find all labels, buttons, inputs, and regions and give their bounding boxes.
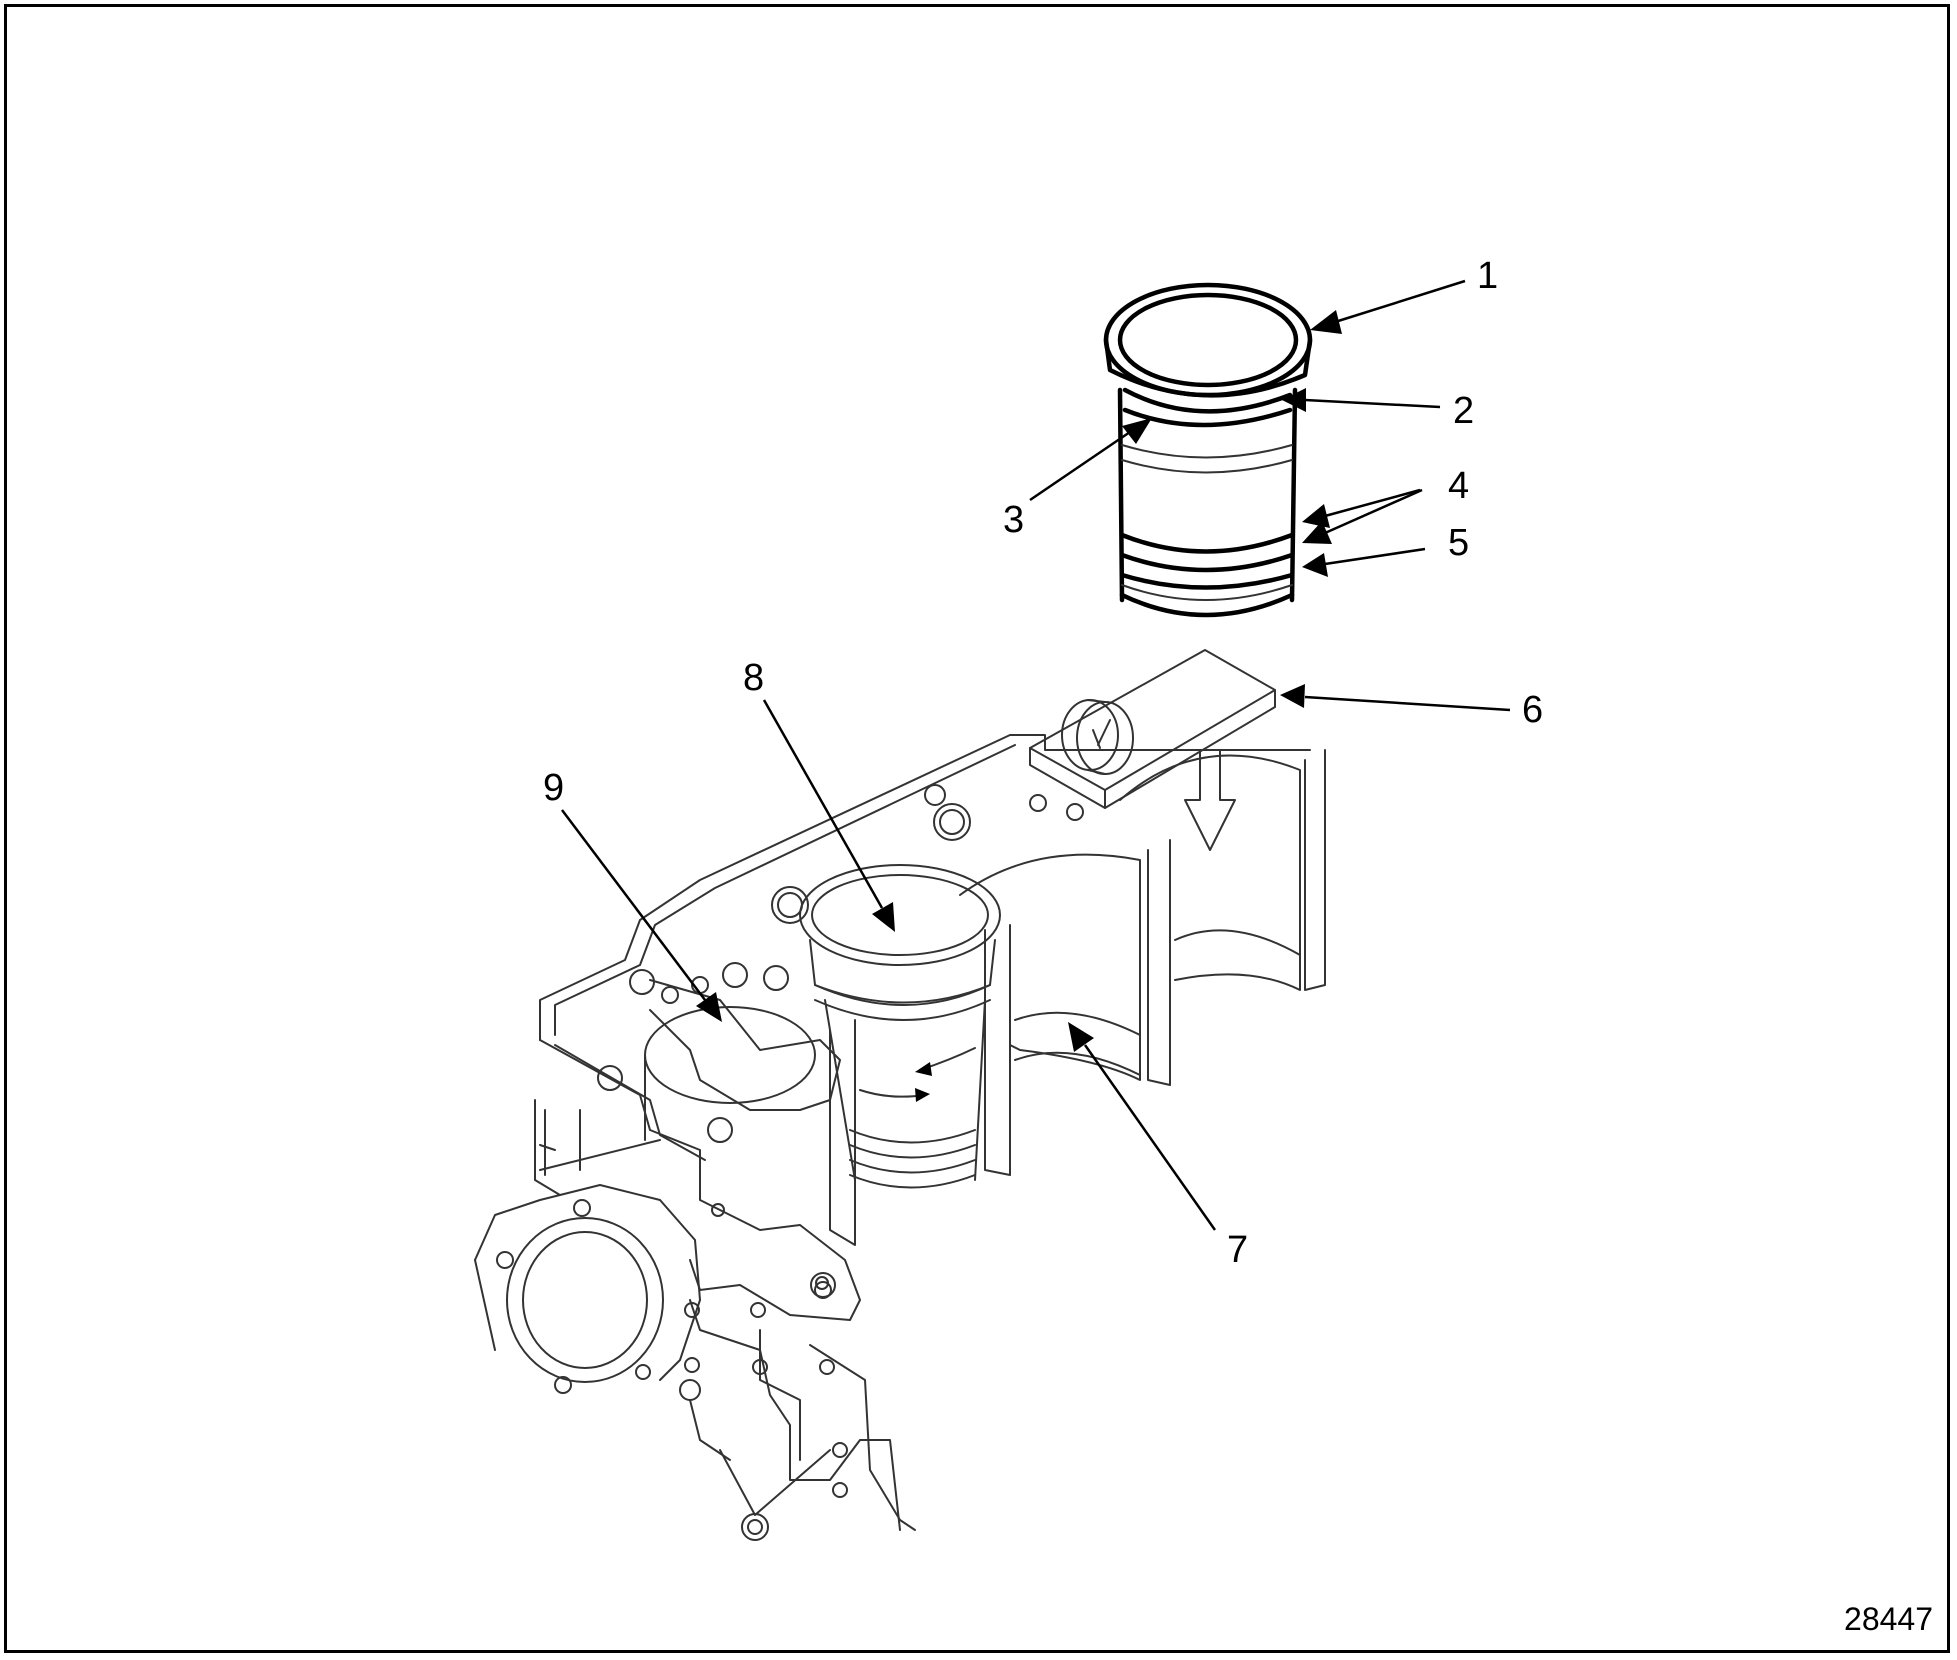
cylinder-liner xyxy=(1103,282,1313,618)
callout-2: 2 xyxy=(1453,390,1474,432)
leader-lines xyxy=(561,279,1511,1231)
installed-liner xyxy=(799,864,1001,1189)
callout-3: 3 xyxy=(1003,499,1024,541)
cylinder-block xyxy=(474,734,1326,1541)
figure-id: 28447 xyxy=(1844,1601,1933,1637)
callout-1: 1 xyxy=(1477,255,1498,297)
callout-6: 6 xyxy=(1522,689,1543,731)
figure-frame xyxy=(4,4,1950,1653)
callout-4: 4 xyxy=(1448,465,1469,507)
callout-7: 7 xyxy=(1227,1229,1248,1271)
callout-8: 8 xyxy=(743,657,764,699)
callout-9: 9 xyxy=(543,767,564,809)
callout-5: 5 xyxy=(1448,522,1469,564)
depth-gauge-tool xyxy=(1029,649,1276,809)
